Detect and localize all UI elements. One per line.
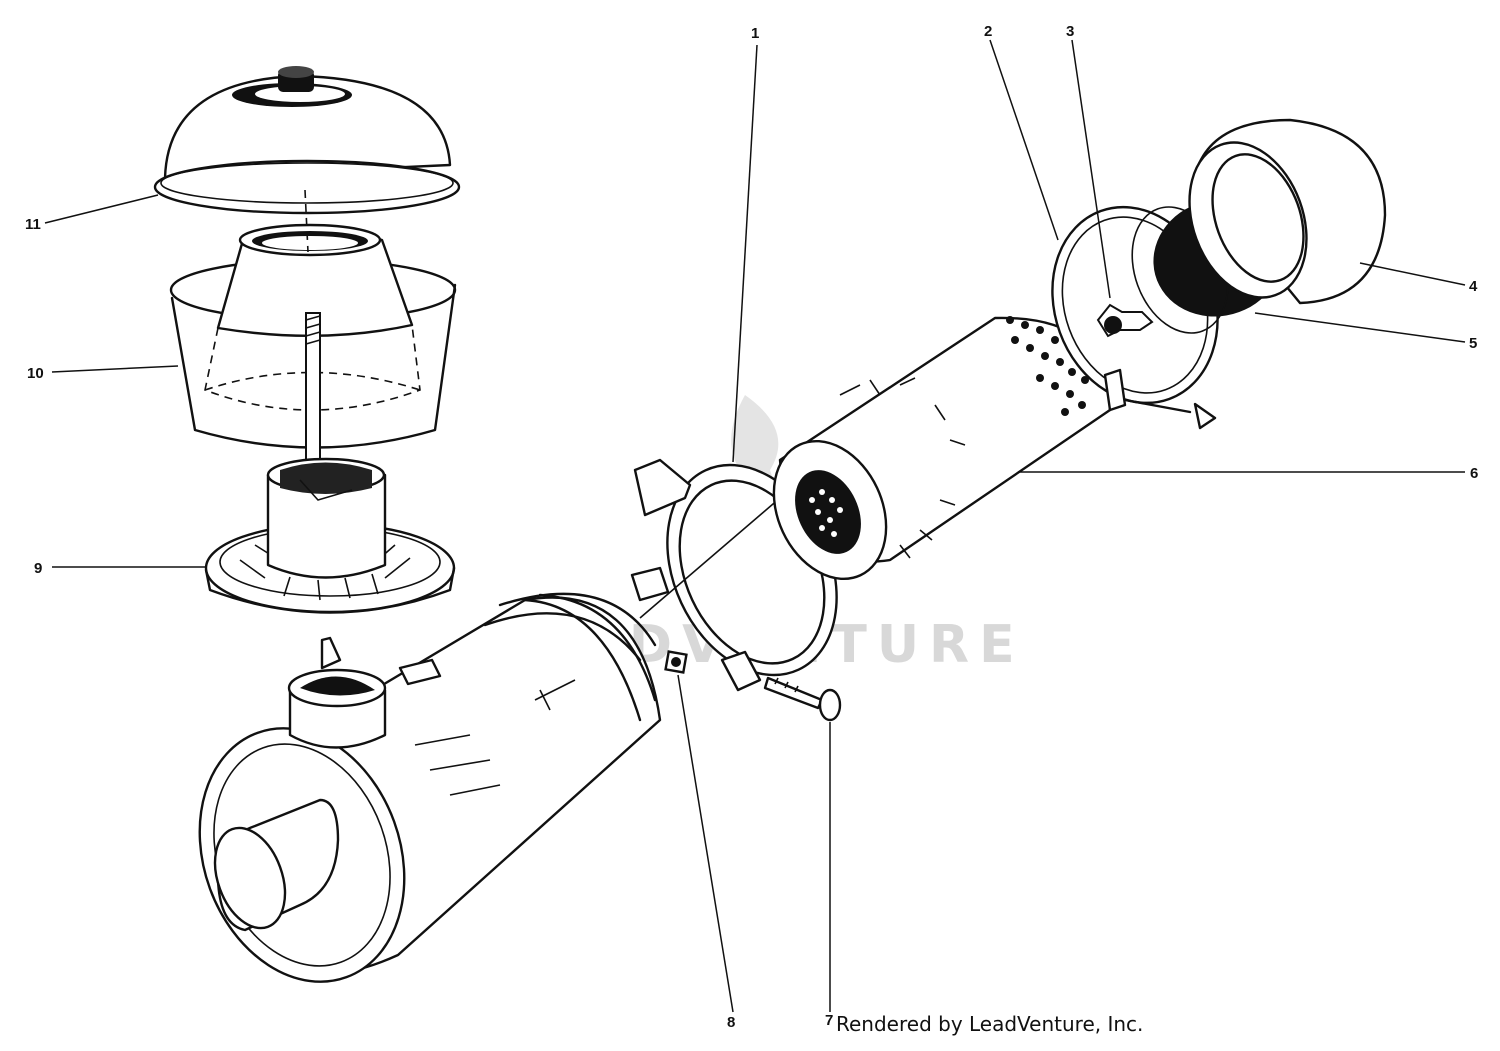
part-4-end-cap [1188, 118, 1387, 305]
leader-1 [732, 44, 758, 463]
part-3-wing-nut [1096, 303, 1154, 338]
leader-10 [51, 365, 179, 373]
leader-8 [677, 674, 734, 1013]
callout-9: 9 [34, 560, 42, 577]
filter-perforations [809, 489, 843, 537]
callout-3: 3 [1066, 23, 1074, 40]
leader-3 [1071, 39, 1111, 299]
part-10-precleaner-bowl [169, 189, 457, 484]
callout-10: 10 [27, 365, 44, 382]
part-7-bolt [763, 676, 842, 722]
callout-1: 1 [751, 25, 759, 42]
leader-2 [989, 39, 1059, 241]
main-housing [198, 592, 662, 983]
part-9-vane-assembly [204, 457, 456, 614]
leader-5 [1254, 312, 1466, 343]
callout-8: 8 [727, 1014, 735, 1031]
callout-6: 6 [1470, 465, 1478, 482]
part-11-dome-cover [153, 66, 461, 215]
part-8-nut [664, 650, 688, 674]
callout-5: 5 [1469, 335, 1477, 352]
callout-7: 7 [825, 1012, 833, 1029]
leader-4 [1359, 262, 1466, 286]
callout-2: 2 [984, 23, 992, 40]
callout-4: 4 [1469, 278, 1478, 295]
leader-11 [44, 194, 159, 224]
rendered-by-credit: Rendered by LeadVenture, Inc. [836, 1012, 1144, 1036]
filter-perforations-right [1006, 316, 1089, 416]
part-6-filter-element [772, 316, 1112, 581]
callout-labels: 1 2 3 4 5 6 7 8 9 10 11 [25, 23, 1478, 1031]
leader-lines [44, 39, 1466, 1013]
callout-11: 11 [25, 216, 41, 233]
